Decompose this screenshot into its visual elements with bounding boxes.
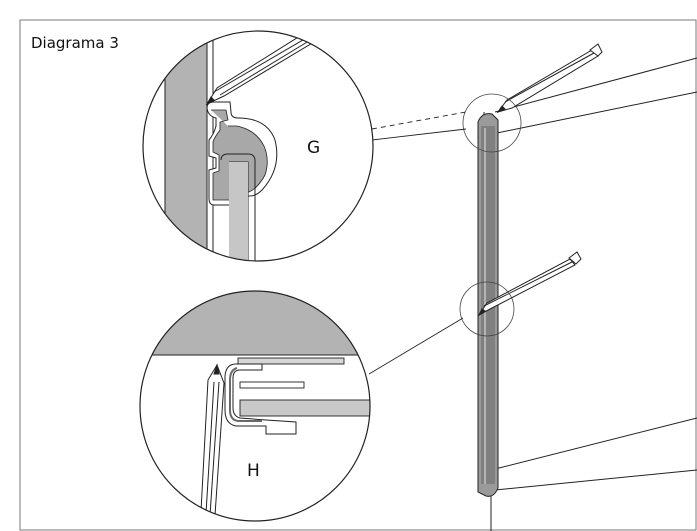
detail-circle-g <box>142 30 374 262</box>
callout-label-h: H <box>247 461 260 481</box>
pencil-middle-icon <box>477 251 582 317</box>
figure-border <box>19 19 697 531</box>
callout-circle-h-small <box>459 281 515 337</box>
diagram-title: Diagrama 3 <box>31 34 119 52</box>
callout-circle-g-small <box>462 93 522 153</box>
pencil-top-icon <box>496 43 603 114</box>
detail-circle-h <box>139 290 371 522</box>
callout-connectors <box>368 111 467 375</box>
callout-label-g: G <box>307 138 321 158</box>
